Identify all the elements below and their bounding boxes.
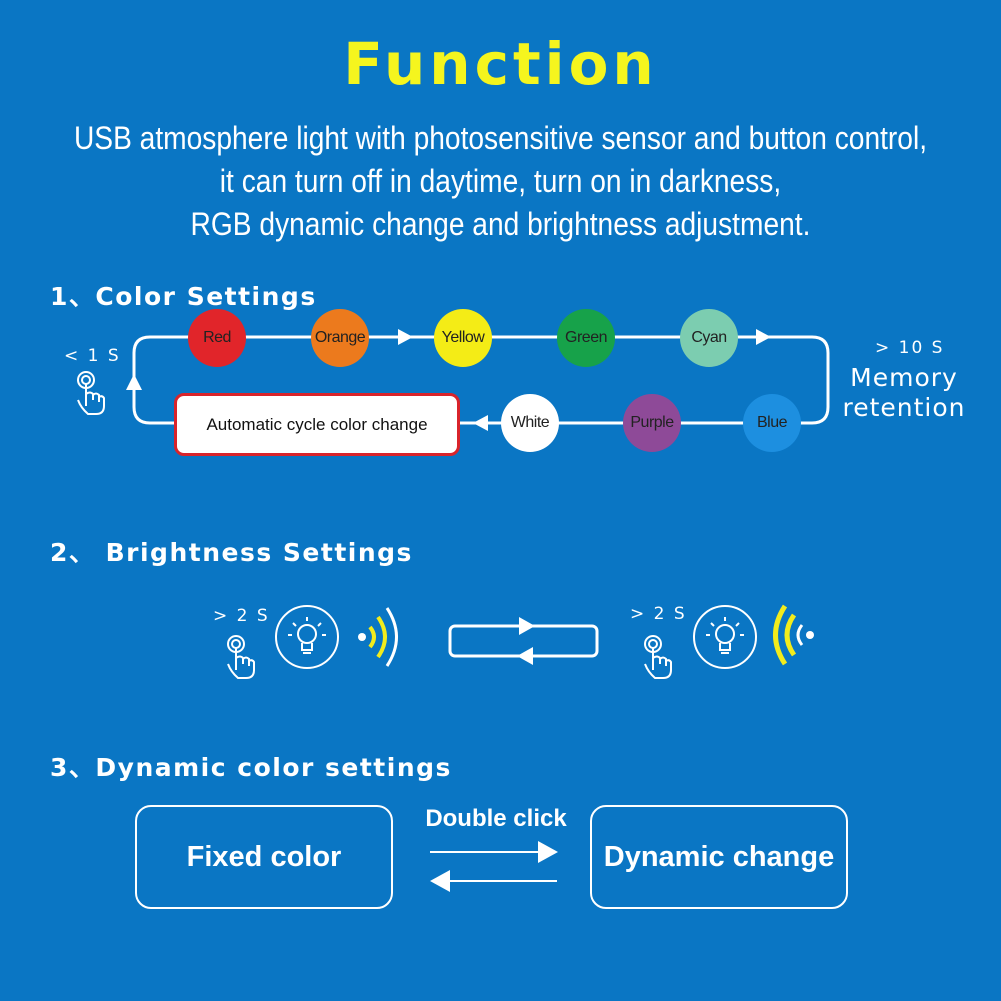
- color-label: White: [510, 414, 550, 431]
- arrow-right-icon: [538, 841, 558, 863]
- dynamic-color-heading: 3、Dynamic color settings: [50, 753, 452, 782]
- color-blue: Blue: [743, 394, 801, 452]
- arrow-right-icon: [398, 329, 413, 345]
- color-orange: Orange: [311, 309, 369, 367]
- page-title: Function: [343, 30, 658, 98]
- press-2s-left-label: > 2 S: [213, 606, 270, 626]
- signal-icon: [358, 607, 398, 667]
- hand-press-icon: [227, 635, 255, 679]
- press-2s-right-label: > 2 S: [630, 604, 687, 624]
- double-click-label: Double click: [425, 805, 567, 832]
- bulb-icon: [275, 605, 339, 669]
- dynamic-change-box: Dynamic change: [590, 805, 848, 909]
- dynamic-change-label: Dynamic change: [603, 840, 835, 873]
- color-label: Green: [565, 329, 607, 346]
- auto-cycle-box: Automatic cycle color change: [174, 393, 460, 456]
- fixed-color-box: Fixed color: [135, 805, 393, 909]
- short-press-label: < 1 S: [64, 346, 121, 366]
- subtitle-line-2: it can turn off in daytime, turn on in d…: [219, 163, 782, 199]
- arrow-left-icon: [473, 415, 488, 431]
- subtitle-line-3: RGB dynamic change and brightness adjust…: [190, 206, 811, 242]
- color-green: Green: [557, 309, 615, 367]
- color-label: Blue: [756, 414, 788, 431]
- color-label: Orange: [314, 329, 366, 346]
- hand-press-icon: [77, 371, 105, 415]
- color-white: White: [501, 394, 559, 452]
- hand-press-icon: [644, 635, 672, 679]
- auto-cycle-label: Automatic cycle color change: [206, 414, 428, 434]
- long-press-label: > 10 S: [875, 338, 945, 358]
- color-label: Cyan: [691, 329, 727, 346]
- subtitle-line-1: USB atmosphere light with photosensitive…: [73, 120, 928, 156]
- color-label: Red: [203, 329, 231, 346]
- color-cyan: Cyan: [680, 309, 738, 367]
- color-red: Red: [188, 309, 246, 367]
- memory-retention-label: Memory retention: [838, 363, 970, 423]
- memory-line-2: retention: [842, 393, 966, 422]
- color-label: Purple: [630, 414, 674, 431]
- color-label: Yellow: [441, 329, 485, 346]
- color-purple: Purple: [623, 394, 681, 452]
- arrow-right-icon: [519, 617, 535, 635]
- arrow-left-icon: [430, 870, 450, 892]
- color-settings-heading: 1、Color Settings: [50, 282, 317, 311]
- arrow-left-icon: [517, 647, 533, 665]
- brightness-settings-heading: 2、 Brightness Settings: [50, 538, 413, 567]
- signal-icon: [773, 604, 814, 666]
- arrow-right-icon: [756, 329, 771, 345]
- fixed-color-label: Fixed color: [186, 840, 342, 873]
- memory-line-1: Memory: [850, 363, 958, 392]
- color-yellow: Yellow: [434, 309, 492, 367]
- bulb-icon: [693, 605, 757, 669]
- arrow-up-icon: [126, 374, 142, 390]
